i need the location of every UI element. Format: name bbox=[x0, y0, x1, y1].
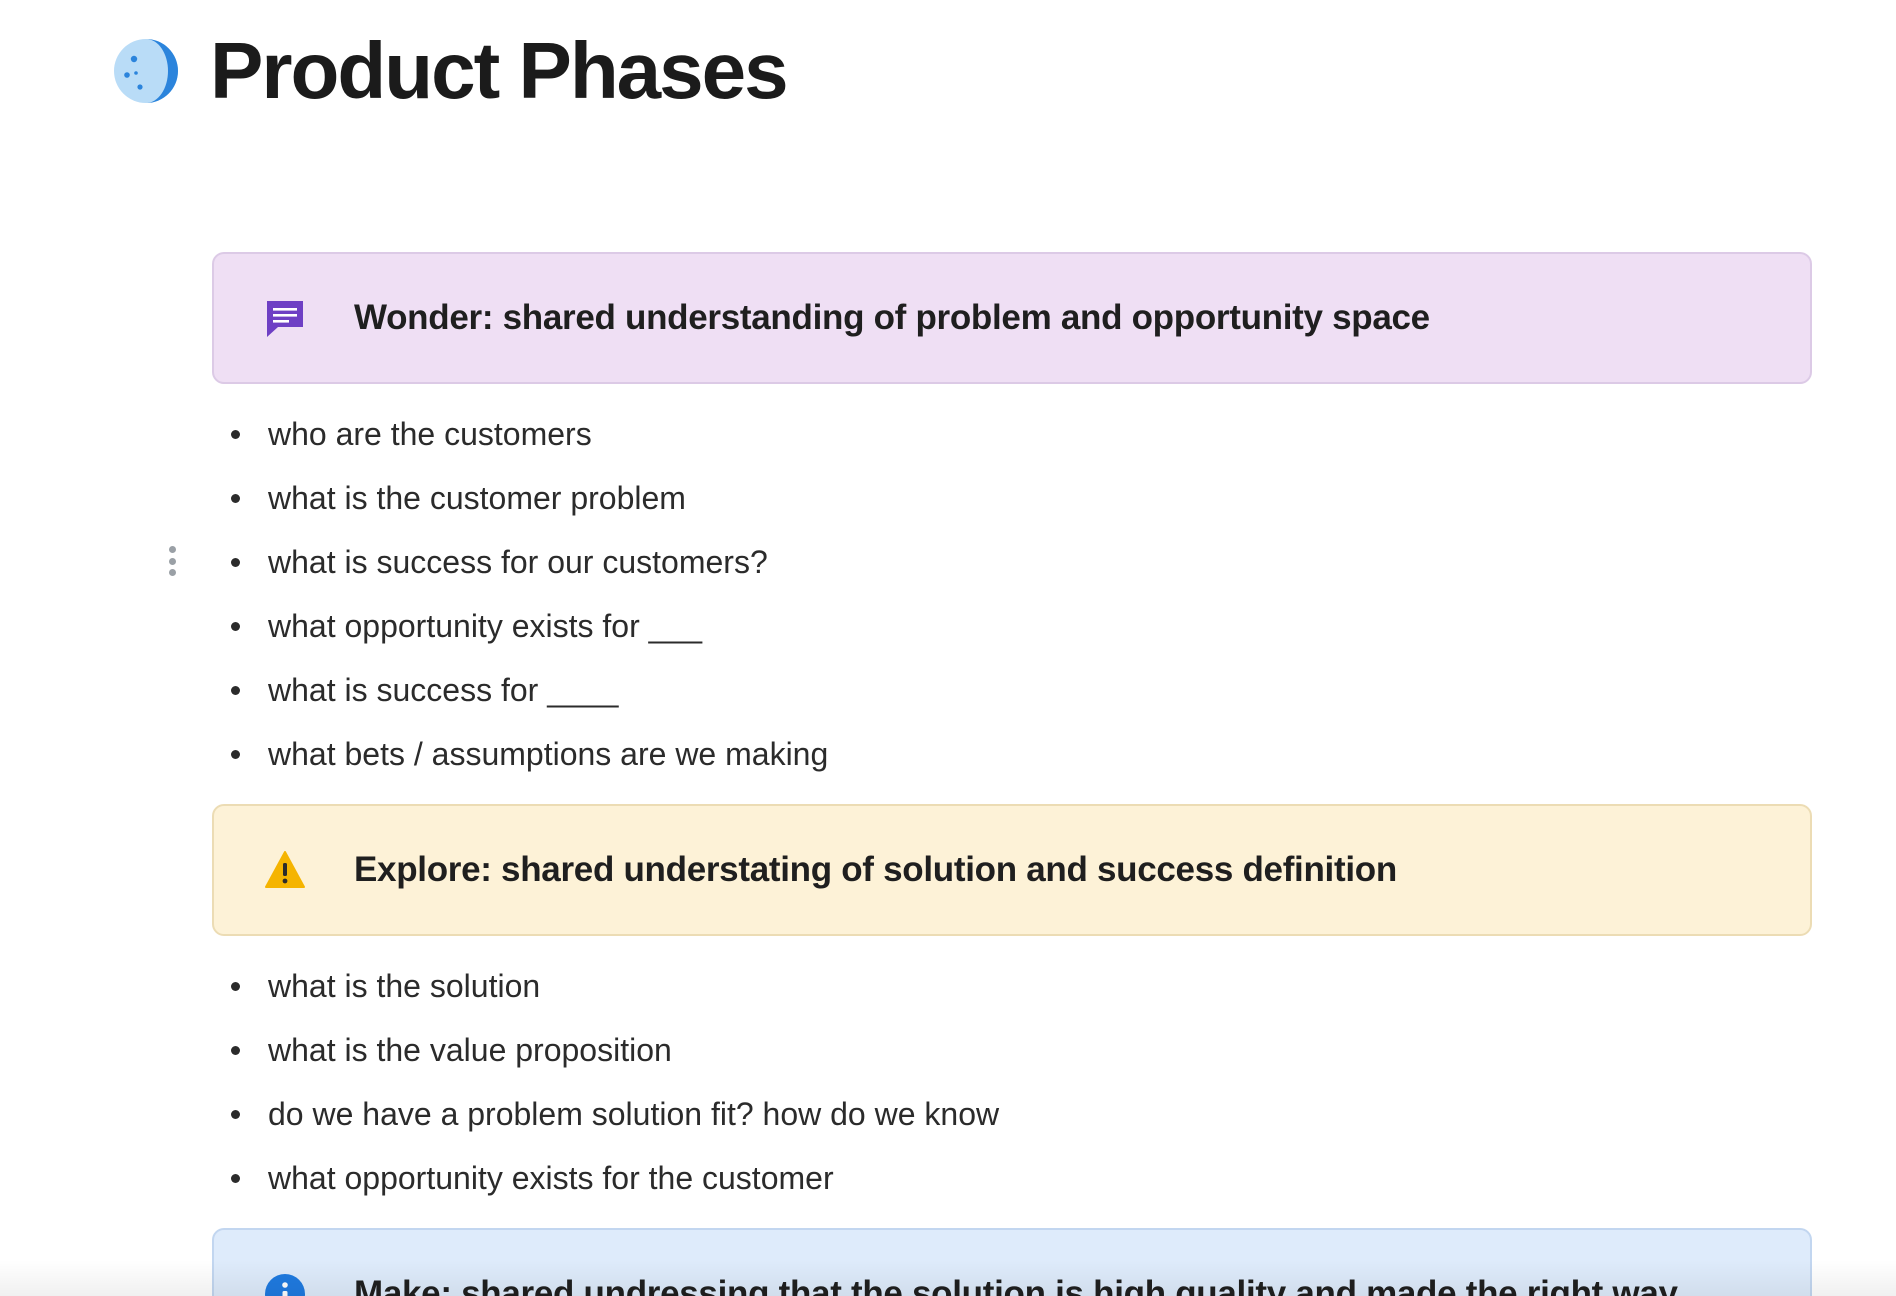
list-item[interactable]: do we have a problem solution fit? how d… bbox=[212, 1082, 1812, 1146]
bullet-dot bbox=[231, 558, 240, 567]
list-item-text: what opportunity exists for ___ bbox=[268, 607, 703, 644]
list-item[interactable]: what bets / assumptions are we making bbox=[212, 722, 1812, 786]
list-item-text: what is success for our customers? bbox=[268, 543, 768, 580]
bullet-dot bbox=[231, 1046, 240, 1055]
bullet-dot bbox=[231, 494, 240, 503]
list-item[interactable]: what is the solution bbox=[212, 954, 1812, 1018]
list-item[interactable]: what is success for ____ bbox=[212, 658, 1812, 722]
bullet-dot bbox=[231, 1110, 240, 1119]
page-content: Wonder: shared understanding of problem … bbox=[212, 252, 1812, 1296]
list-item-text: what is success for ____ bbox=[268, 671, 619, 708]
list-item[interactable]: what opportunity exists for the customer bbox=[212, 1146, 1812, 1210]
panel-make[interactable]: Make: shared undressing that the solutio… bbox=[212, 1228, 1812, 1296]
note-icon bbox=[264, 297, 306, 339]
list-item-text: what is the solution bbox=[268, 967, 541, 1004]
bullet-list-wonder: who are the customers what is the custom… bbox=[212, 384, 1812, 804]
moon-icon[interactable] bbox=[112, 37, 180, 105]
list-item-text: what is the customer problem bbox=[268, 479, 686, 516]
drag-handle-icon[interactable] bbox=[166, 546, 178, 576]
list-item[interactable]: what is success for our customers? bbox=[212, 530, 1812, 594]
list-item-text: who are the customers bbox=[268, 415, 592, 452]
bullet-dot bbox=[231, 982, 240, 991]
list-item[interactable]: who are the customers bbox=[212, 402, 1812, 466]
page-title: Product Phases bbox=[210, 26, 789, 115]
bullet-dot bbox=[231, 686, 240, 695]
list-item[interactable]: what is the customer problem bbox=[212, 466, 1812, 530]
bullet-dot bbox=[231, 622, 240, 631]
panel-heading: Explore: shared understating of solution… bbox=[354, 850, 1397, 889]
list-item-text: what bets / assumptions are we making bbox=[268, 735, 829, 772]
panel-heading: Wonder: shared understanding of problem … bbox=[354, 298, 1430, 337]
bullet-dot bbox=[231, 1174, 240, 1183]
info-icon bbox=[264, 1273, 306, 1296]
list-item-text: what opportunity exists for the customer bbox=[268, 1159, 834, 1196]
bullet-dot bbox=[231, 750, 240, 759]
bullet-dot bbox=[231, 430, 240, 439]
panel-wonder[interactable]: Wonder: shared understanding of problem … bbox=[212, 252, 1812, 384]
page-header: Product Phases bbox=[112, 26, 789, 116]
bullet-list-explore: what is the solution what is the value p… bbox=[212, 936, 1812, 1228]
list-item-text: do we have a problem solution fit? how d… bbox=[268, 1095, 1000, 1132]
panel-heading: Make: shared undressing that the solutio… bbox=[354, 1274, 1678, 1296]
list-item[interactable]: what opportunity exists for ___ bbox=[212, 594, 1812, 658]
list-item[interactable]: what is the value proposition bbox=[212, 1018, 1812, 1082]
warning-icon bbox=[264, 849, 306, 891]
panel-explore[interactable]: Explore: shared understating of solution… bbox=[212, 804, 1812, 936]
list-item-text: what is the value proposition bbox=[268, 1031, 672, 1068]
